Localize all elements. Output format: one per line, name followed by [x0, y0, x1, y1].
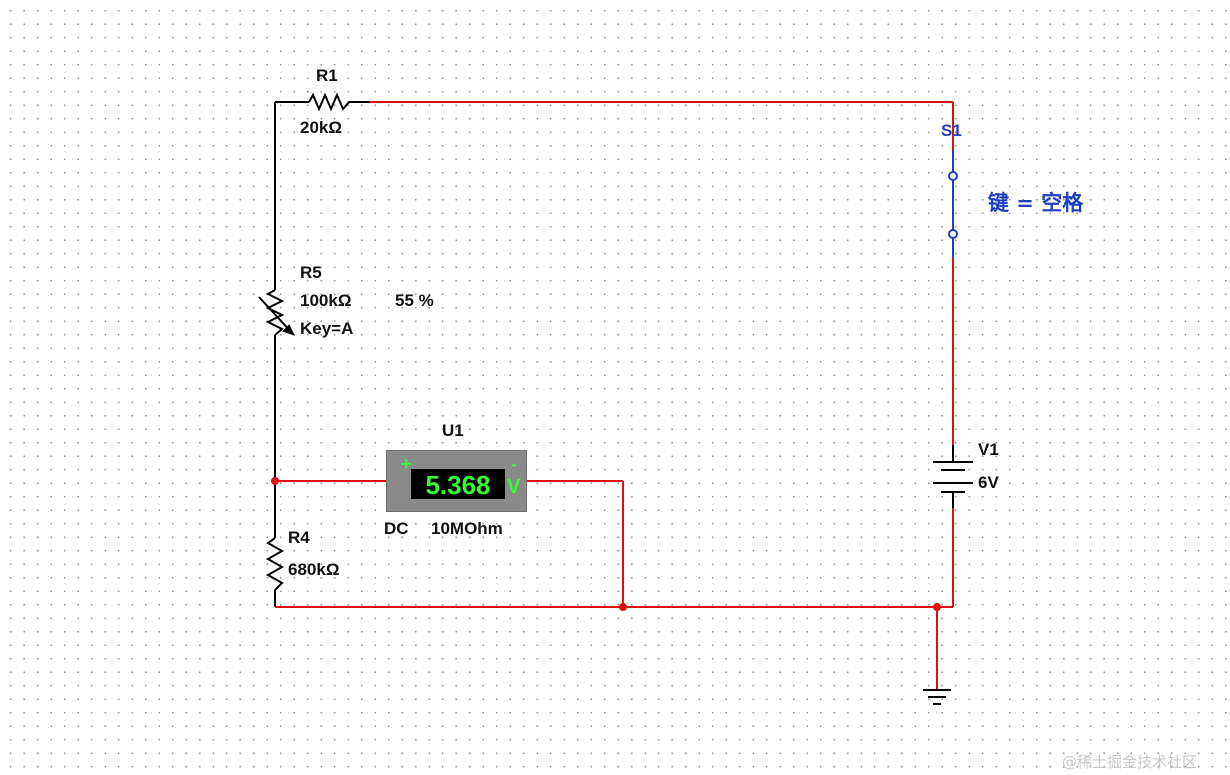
- v1-ref: V1: [978, 440, 999, 459]
- r5-key: Key=A: [300, 319, 354, 338]
- s1-ref: S1: [941, 121, 962, 140]
- junction-dots: [271, 477, 941, 611]
- s1-key: 键 = 空格: [988, 190, 1084, 215]
- junction-dot: [619, 603, 627, 611]
- resistor-r4-symbol[interactable]: [265, 537, 285, 591]
- meter-unit: V: [507, 476, 521, 498]
- junction-dot: [271, 477, 279, 485]
- r4-ref: R4: [288, 528, 310, 547]
- voltmeter-u1[interactable]: + - 5.368 V: [386, 450, 527, 512]
- u1-mode: DC: [384, 519, 409, 538]
- switch-s1-symbol[interactable]: [948, 150, 958, 258]
- component-leads: [274, 101, 954, 607]
- battery-v1-symbol[interactable]: [933, 461, 973, 493]
- u1-ref: U1: [442, 421, 464, 440]
- r4-value: 680kΩ: [288, 560, 340, 579]
- meter-reading: 5.368: [425, 470, 491, 500]
- ground-icon[interactable]: [923, 689, 951, 705]
- watermark: @稀土掘金技术社区: [1062, 753, 1198, 771]
- r5-ref: R5: [300, 263, 322, 282]
- junction-dot: [933, 603, 941, 611]
- wires: [275, 101, 954, 690]
- u1-resistance: 10MOhm: [431, 519, 503, 538]
- meter-display: 5.368: [411, 469, 505, 499]
- v1-value: 6V: [978, 473, 999, 492]
- meter-minus-terminal: -: [511, 454, 517, 474]
- r5-value: 100kΩ: [300, 291, 352, 310]
- meter-plus-terminal: +: [401, 454, 412, 474]
- r5-setting: 55 %: [395, 291, 434, 310]
- r1-value: 20kΩ: [300, 118, 342, 137]
- resistor-r1-symbol[interactable]: [308, 92, 369, 112]
- r1-ref: R1: [316, 66, 338, 85]
- potentiometer-r5-symbol[interactable]: [258, 289, 295, 336]
